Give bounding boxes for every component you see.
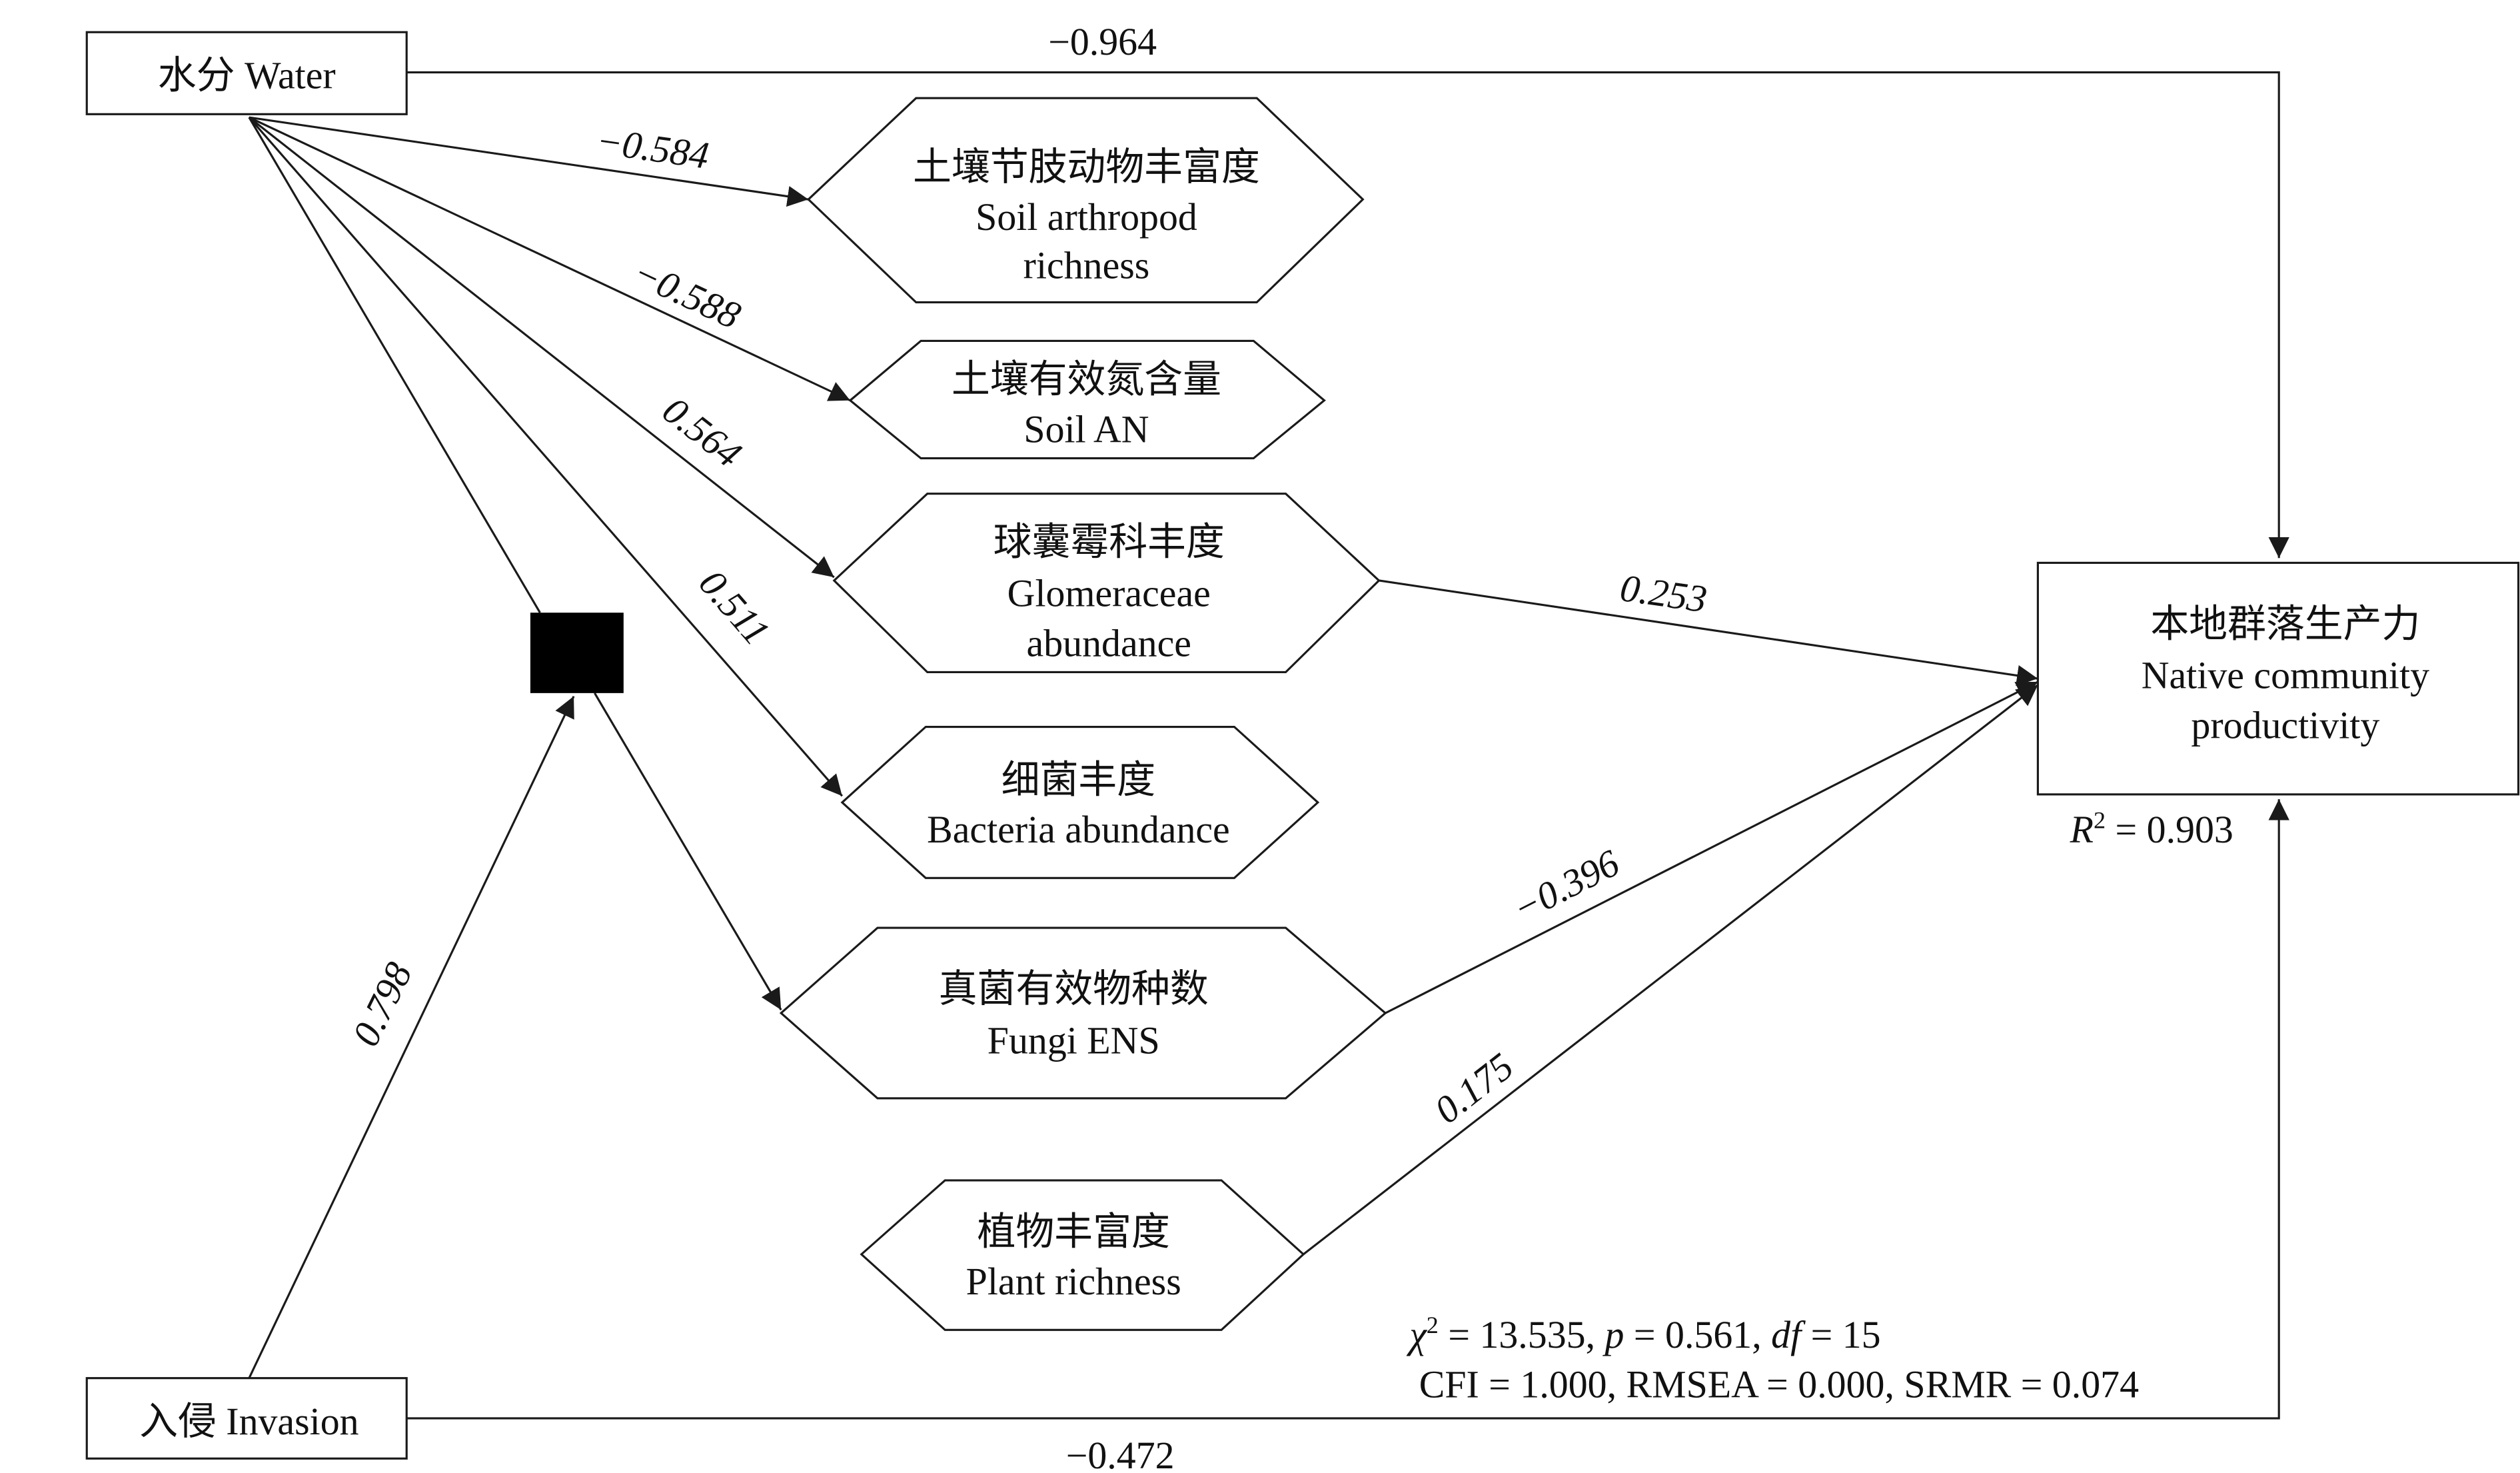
node-water: [85, 31, 408, 115]
edge-plant-productivity: [1303, 684, 2039, 1256]
node-plant-label-en1: Plant richness: [966, 1260, 1181, 1303]
edge-water-arthropod: [249, 116, 809, 207]
edge-invasion-interaction: [248, 696, 575, 1379]
node-bacteria-label-zh: 细菌丰度: [1001, 758, 1155, 801]
node-plant: [860, 1179, 1305, 1331]
node-bacteria-label-en1: Bacteria abundance: [927, 808, 1230, 851]
fit-stats-line1: χ2 = 13.535, p = 0.561, df = 15: [1406, 1312, 1880, 1356]
node-soil-an-label-zh: 土壤有效氮含量: [951, 358, 1221, 401]
edge-interaction-fungi: [594, 693, 782, 1010]
node-soil-an: [848, 339, 1326, 460]
coef-water-bacteria: 0.511: [691, 561, 779, 653]
coef-fungi-productivity: −0.396: [1506, 840, 1626, 930]
node-arthropod: [806, 97, 1365, 304]
node-fungi: [779, 926, 1387, 1100]
node-soil-an-label-en1: Soil AN: [1023, 407, 1149, 451]
node-productivity-label-en1: Native community: [2142, 654, 2429, 697]
node-fungi-label-zh: 真菌有效物种数: [939, 967, 1209, 1010]
edge-water-glomeraceae: [248, 116, 835, 579]
edge-glomeraceae-productivity: [1379, 579, 2038, 687]
node-glomeraceae-label-zh: 球囊霉科丰度: [993, 520, 1225, 563]
edge-invasion-productivity: [406, 799, 2289, 1420]
coef-plant-productivity: 0.175: [1427, 1044, 1522, 1132]
edge-water-bacteria: [248, 117, 844, 797]
node-bacteria: [840, 725, 1320, 879]
node-productivity: [2036, 561, 2520, 796]
edge-water-productivity: [406, 71, 2289, 559]
fit-stats-line2: CFI = 1.000, RMSEA = 0.000, SRMR = 0.074: [1419, 1363, 2139, 1406]
node-glomeraceae-label-en1: Glomeraceae: [1007, 572, 1211, 615]
node-arthropod-label-en2: richness: [1023, 243, 1150, 287]
edge-water-soil-an: [249, 116, 851, 402]
coef-invasion-interaction: 0.798: [344, 956, 421, 1053]
interaction-node: [530, 613, 624, 693]
node-productivity-label-zh: 本地群落生产力: [2150, 602, 2420, 645]
coef-water-productivity: −0.964: [1048, 20, 1157, 63]
r-squared-label: R2 = 0.903: [2070, 807, 2233, 852]
node-glomeraceae: [832, 493, 1381, 674]
edge-fungi-productivity: [1385, 681, 2039, 1014]
node-invasion: [85, 1377, 408, 1460]
node-glomeraceae-label-en2: abundance: [1027, 621, 1191, 665]
node-arthropod-label-en1: Soil arthropod: [975, 195, 1197, 239]
node-arthropod-label-zh: 土壤节肢动物丰富度: [913, 145, 1260, 189]
node-plant-label-zh: 植物丰富度: [977, 1210, 1170, 1253]
edge-water-interaction: [248, 117, 541, 614]
node-fungi-label-en1: Fungi ENS: [987, 1018, 1160, 1062]
coef-invasion-productivity: −0.472: [1066, 1434, 1175, 1473]
coef-water-glomeraceae: 0.564: [655, 388, 750, 475]
node-productivity-label-en2: productivity: [2191, 703, 2379, 746]
node-water-label: 水分 Water: [158, 54, 336, 97]
coef-water-arthropod: −0.584: [594, 119, 712, 177]
coef-glomeraceae-productivity: 0.253: [1618, 566, 1710, 621]
node-invasion-label: 入侵 Invasion: [139, 1400, 359, 1443]
